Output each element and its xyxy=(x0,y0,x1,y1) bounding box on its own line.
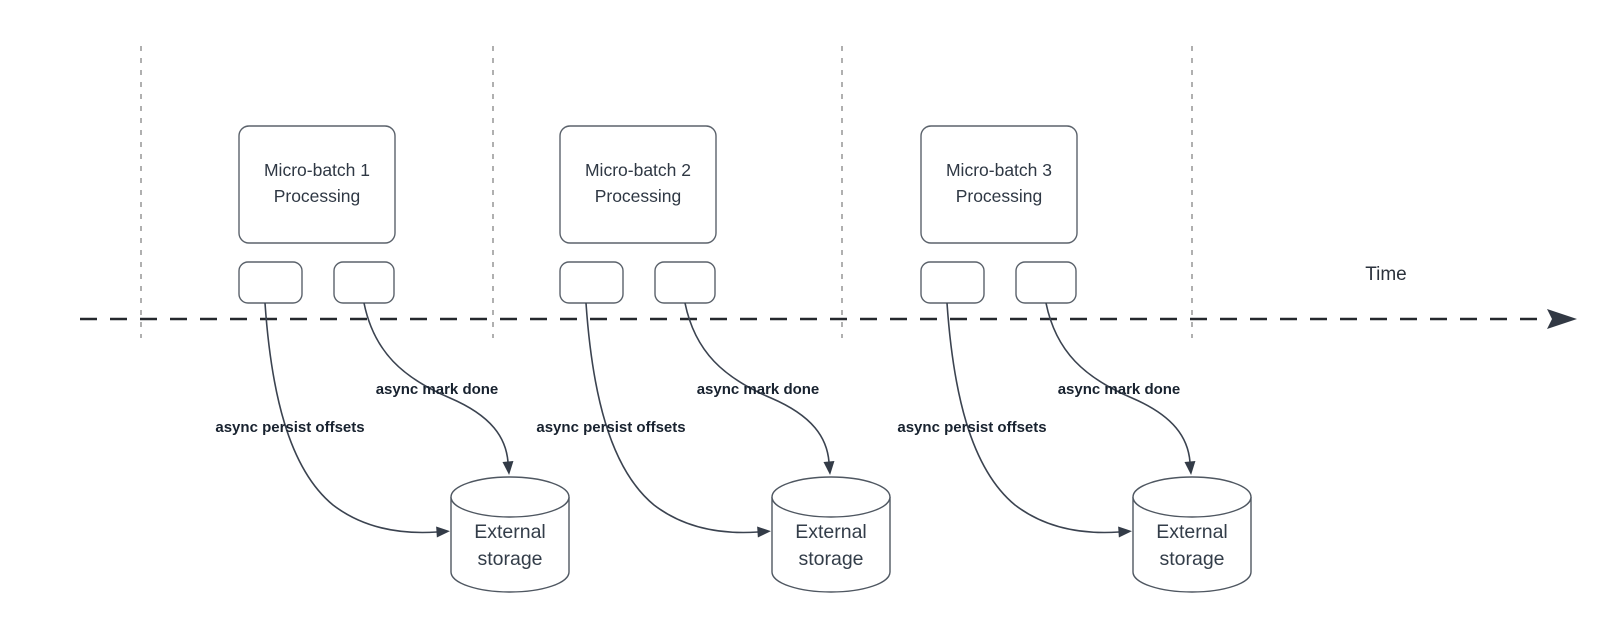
time-axis-arrowhead-icon xyxy=(1547,309,1577,329)
mark-done-arrow xyxy=(363,302,514,475)
external-storage-cylinder-top xyxy=(771,476,891,518)
batch-group: Micro-batch 3 Processing async persist o… xyxy=(897,125,1252,593)
persist-offsets-arrow xyxy=(264,302,450,538)
external-storage-cylinder-top xyxy=(450,476,570,518)
persist-offsets-task-box xyxy=(559,261,624,304)
micro-batch-label-line1: Micro-batch 3 xyxy=(946,160,1052,180)
micro-batch-box xyxy=(559,125,717,244)
micro-batch-label-line2: Processing xyxy=(274,186,361,206)
micro-batch-label-line1: Micro-batch 1 xyxy=(264,160,370,180)
external-storage-label-line1: External xyxy=(1156,521,1228,543)
external-storage-cylinder-top xyxy=(1132,476,1252,518)
persist-offsets-label: async persist offsets xyxy=(215,419,364,436)
mark-done-arrow xyxy=(684,302,835,475)
mark-done-label: async mark done xyxy=(1058,381,1181,398)
micro-batch-box xyxy=(920,125,1078,244)
micro-batch-label-line2: Processing xyxy=(595,186,682,206)
external-storage-cylinder xyxy=(450,497,570,593)
external-storage-label-line2: storage xyxy=(1159,548,1224,570)
time-axis-label: Time xyxy=(1365,264,1407,285)
mark-done-task-box xyxy=(1015,261,1077,304)
persist-offsets-task-box xyxy=(238,261,303,304)
external-storage-label-line1: External xyxy=(795,521,867,543)
external-storage-cylinder xyxy=(771,497,891,593)
persist-offsets-label: async persist offsets xyxy=(897,419,1046,436)
external-storage-label-line2: storage xyxy=(798,548,863,570)
mark-done-task-box xyxy=(333,261,395,304)
persist-offsets-arrow xyxy=(946,302,1132,538)
batch-group: Micro-batch 2 Processing async persist o… xyxy=(536,125,891,593)
mark-done-task-box xyxy=(654,261,716,304)
batch-group: Micro-batch 1 Processing async persist o… xyxy=(215,125,570,593)
mark-done-label: async mark done xyxy=(697,381,820,398)
micro-batch-box xyxy=(238,125,396,244)
external-storage-cylinder xyxy=(1132,497,1252,593)
micro-batch-label-line2: Processing xyxy=(956,186,1043,206)
mark-done-label: async mark done xyxy=(376,381,499,398)
external-storage-label-line2: storage xyxy=(477,548,542,570)
persist-offsets-task-box xyxy=(920,261,985,304)
persist-offsets-label: async persist offsets xyxy=(536,419,685,436)
mark-done-arrow xyxy=(1045,302,1196,475)
micro-batch-label-line1: Micro-batch 2 xyxy=(585,160,691,180)
persist-offsets-arrow xyxy=(585,302,771,538)
external-storage-label-line1: External xyxy=(474,521,546,543)
